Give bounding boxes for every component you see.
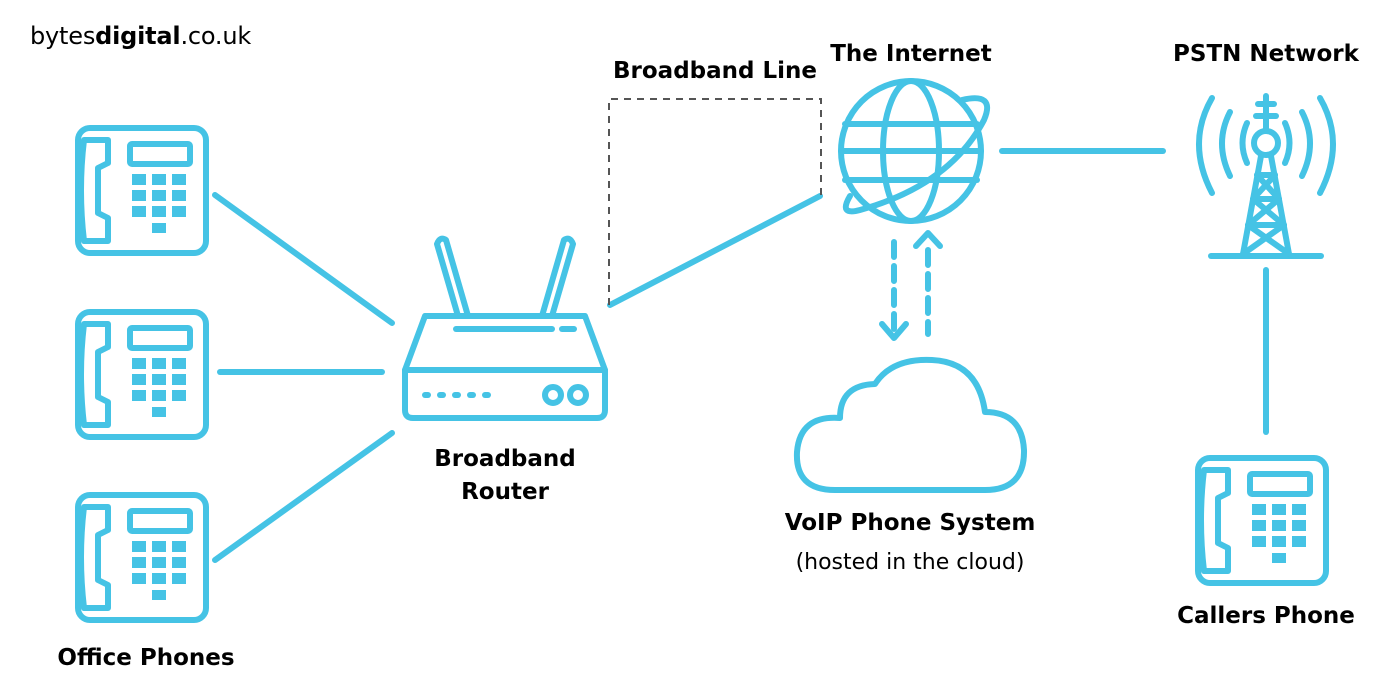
desk-phone-icon — [78, 128, 206, 253]
data-flow-arrows — [879, 230, 943, 341]
desk-phone-icon — [78, 495, 206, 620]
office-phone-2 — [78, 312, 206, 437]
voip-sublabel: (hosted in the cloud) — [795, 550, 1025, 575]
cloud-icon — [793, 356, 1028, 493]
link-phone1-router — [212, 192, 395, 326]
office-phone-1 — [78, 128, 206, 253]
pstn-label: PSTN Network — [1173, 41, 1359, 67]
desk-phone-icon — [78, 312, 206, 437]
radio-tower-icon — [1196, 93, 1336, 259]
office-phones-label: Office Phones — [57, 645, 235, 671]
office-phone-3 — [78, 495, 206, 620]
link-phone3-router — [212, 430, 395, 563]
callers-phone — [1198, 458, 1326, 583]
brand-bold: digital — [95, 22, 181, 50]
router-icon — [402, 235, 608, 421]
link-router-internet — [607, 193, 823, 308]
internet-label: The Internet — [830, 41, 992, 67]
router-label-line2: Router — [461, 479, 549, 505]
brand-prefix: bytes — [30, 22, 96, 50]
globe-icon — [838, 78, 991, 224]
router-label-line1: Broadband — [434, 446, 576, 472]
broadband-line-dashed — [608, 98, 822, 305]
brand-suffix: .co.uk — [180, 22, 252, 50]
brand-logo: bytesdigital.co.uk — [30, 22, 251, 50]
callers-phone-label: Callers Phone — [1177, 603, 1355, 629]
broadband-line-label: Broadband Line — [612, 58, 818, 84]
voip-label: VoIP Phone System — [784, 510, 1036, 536]
desk-phone-icon — [1198, 458, 1326, 583]
